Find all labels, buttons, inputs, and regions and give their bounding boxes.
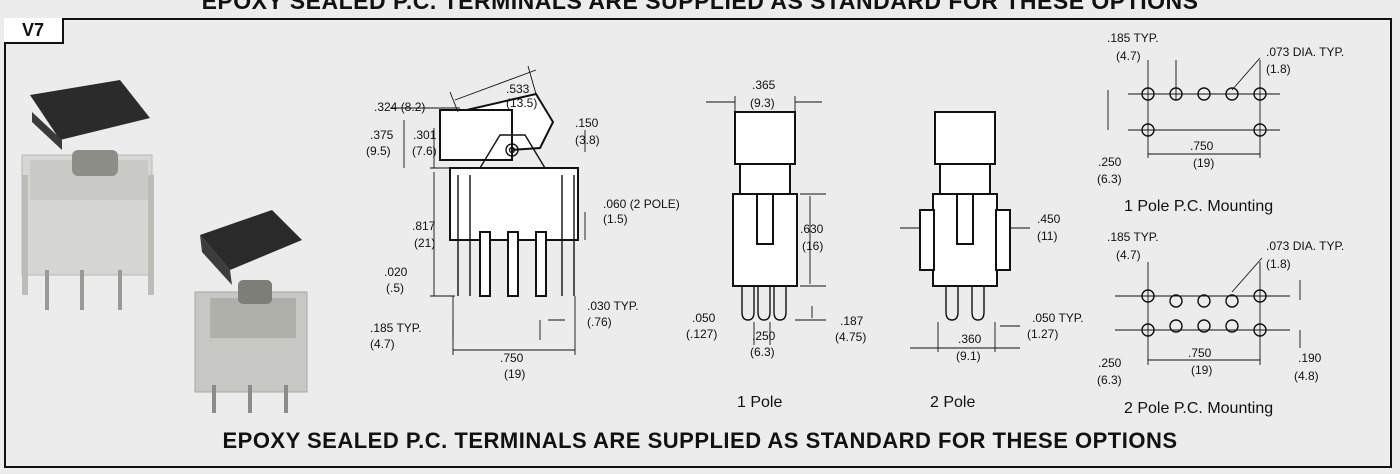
bottom-banner: EPOXY SEALED P.C. TERMINALS ARE SUPPLIED… [222,428,1178,453]
dim-185-typ: .185 TYP. [1107,31,1159,45]
dim-11: (11) [1037,229,1057,243]
one-pole-mounting: .185 TYP. (4.7) .073 DIA. TYP. (1.8) .75… [1097,31,1344,186]
switch-photo-2 [194,210,308,413]
dim-185: .185 TYP. [370,321,422,335]
two-pole-mounting: .185 TYP. (4.7) .073 DIA. TYP. (1.8) .75… [1097,230,1344,387]
dim-375: .375 [370,128,394,142]
dim-190: .190 [1298,351,1322,365]
dim-630: .630 [800,222,824,236]
dim-21: (21) [414,236,435,250]
dim-4-7: (4.7) [1116,49,1141,63]
dim-9-1: (9.1) [956,349,981,363]
dim-073: .073 DIA. TYP. [1266,45,1344,59]
dim-185-typ-2: .185 TYP. [1107,230,1159,244]
dim-817: .817 [412,219,436,233]
option-code-tag: V7 [4,18,64,44]
dim-05: (.5) [386,281,404,295]
caption-2-pole: 2 Pole [930,394,976,411]
dim-250-2: .250 [1098,356,1122,370]
dim-4-75: (4.75) [835,330,866,344]
dim-127: (.127) [686,327,717,341]
dim-19: (19) [504,367,525,381]
dim-750: .750 [1190,139,1214,153]
dim-19-2: (19) [1191,363,1212,377]
dim-073-2: .073 DIA. TYP. [1266,239,1344,253]
dim-1-8-2: (1.8) [1266,257,1291,271]
dim-6-3-2: (6.3) [1097,373,1122,387]
side-view-drawing: .533 (13.5) .324 (8.2) .150 (3.8) .375 (… [366,65,680,381]
dim-1-8: (1.8) [1266,62,1291,76]
dim-4-8: (4.8) [1294,369,1319,383]
dim-9-5: (9.5) [366,144,391,158]
caption-1-pole: 1 Pole [737,394,783,411]
dim-1-5: (1.5) [603,212,628,226]
dim-050-typ: .050 TYP. [1032,311,1084,325]
top-banner: EPOXY SEALED P.C. TERMINALS ARE SUPPLIED… [201,0,1199,14]
dim-19: (19) [1193,156,1214,170]
dim-250: .250 [1098,155,1122,169]
dim-750-2: .750 [1188,346,1212,360]
dim-365: .365 [752,78,776,92]
dim-6-3: (6.3) [1097,172,1122,186]
dim-4-7: (4.7) [370,337,395,351]
dim-020: .020 [384,265,408,279]
dim-187: .187 [840,314,864,328]
dim-9-3: (9.3) [750,96,775,110]
dim-301: .301 [413,128,437,142]
dim-16: (16) [802,239,823,253]
dim-060: .060 (2 POLE) [603,197,680,211]
dim-250: .250 [752,329,776,343]
dim-533: .533 [506,82,530,96]
caption-1-pole-mounting: 1 Pole P.C. Mounting [1124,198,1274,215]
dim-750: .750 [500,351,524,365]
dim-076: (.76) [587,315,612,329]
dim-030: .030 TYP. [587,299,639,313]
dim-7-6: (7.6) [412,144,437,158]
dim-3-8: (3.8) [575,133,600,147]
dim-050: .050 [692,311,716,325]
dim-450: .450 [1037,212,1061,226]
dim-4-7-2: (4.7) [1116,248,1141,262]
switch-photo-1 [21,80,154,310]
dim-1-27: (1.27) [1027,327,1058,341]
dim-13-5: (13.5) [506,96,537,110]
dim-360: .360 [958,332,982,346]
one-pole-drawing: .365 (9.3) .630 (16) .050 (.127) .250 (6… [686,78,866,359]
dim-150: .150 [575,116,599,130]
dim-6-3: (6.3) [750,345,775,359]
caption-2-pole-mounting: 2 Pole P.C. Mounting [1124,400,1274,417]
dim-324: .324 (8.2) [374,100,425,114]
two-pole-drawing: .450 (11) .050 TYP. (1.27) .360 (9.1) [900,111,1084,363]
